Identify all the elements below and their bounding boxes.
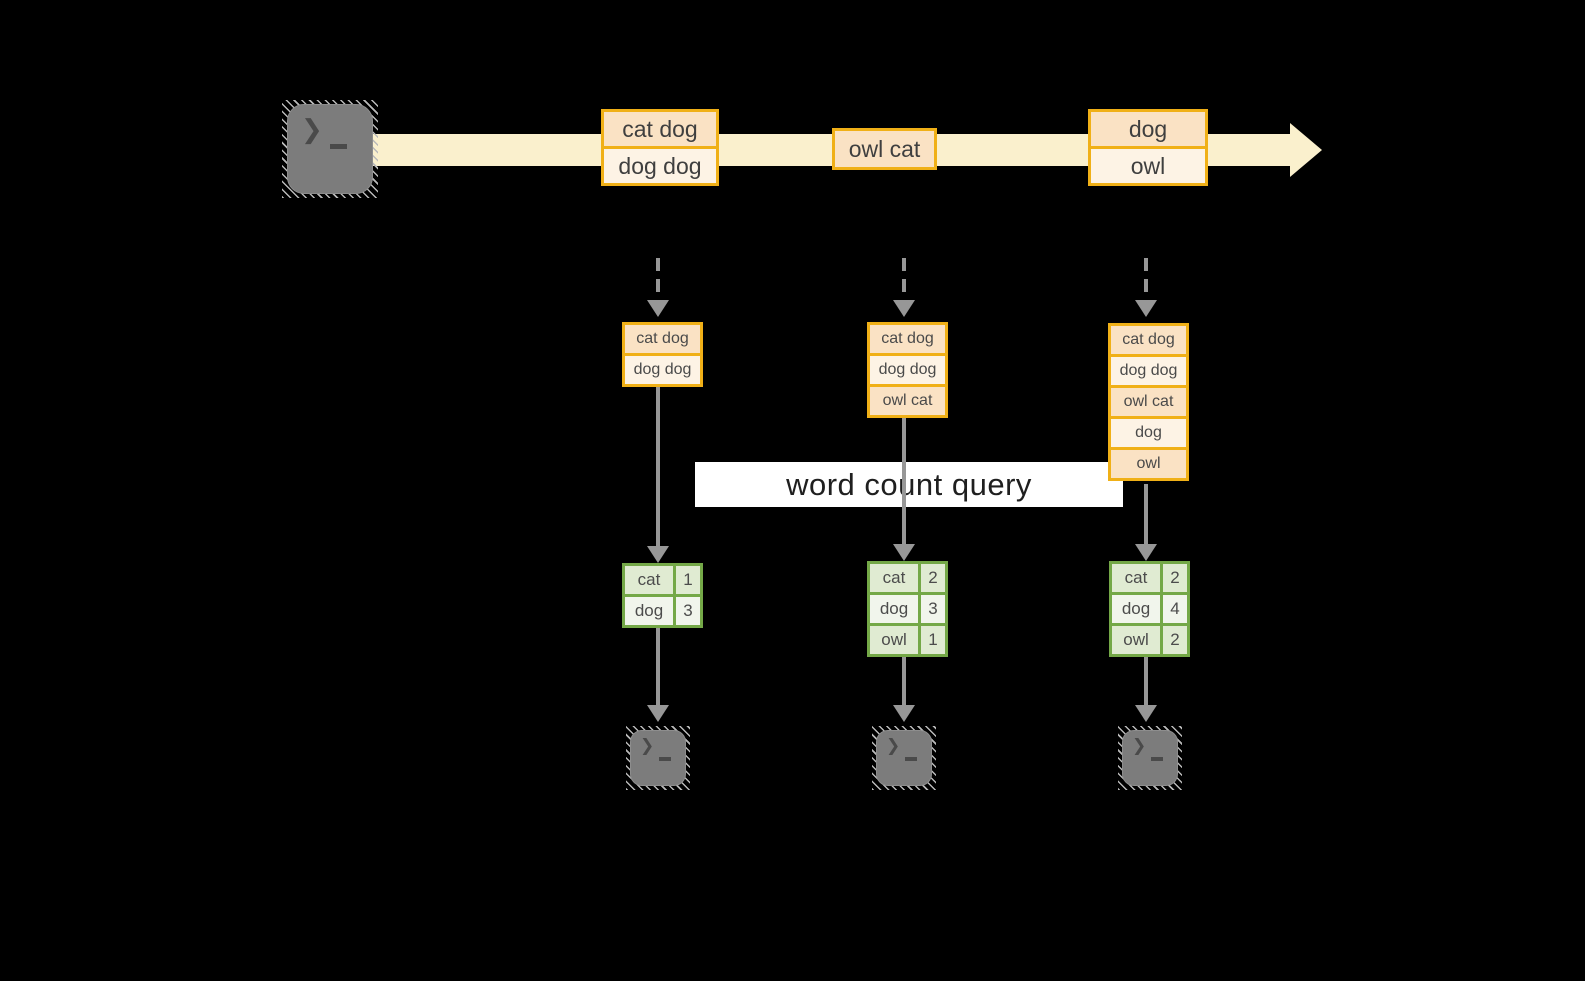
word-count-table-2: cat 2 dog 3 owl 1	[867, 561, 948, 657]
word-cell: owl	[1112, 626, 1160, 654]
count-cell: 2	[1163, 564, 1187, 592]
state-item: cat dog	[1111, 326, 1186, 354]
count-cell: 1	[921, 626, 945, 654]
word-cell: cat	[625, 566, 673, 594]
connector-line	[656, 385, 660, 546]
dashed-arrow-segment	[1144, 258, 1148, 271]
state-stack-1: cat dog dog dog	[622, 322, 703, 387]
table-row: owl 1	[870, 626, 945, 654]
connector-line	[1144, 484, 1148, 544]
connector-line	[902, 657, 906, 705]
dashed-arrow-segment	[656, 258, 660, 271]
table-row: dog 3	[870, 595, 945, 623]
word-cell: dog	[870, 595, 918, 623]
connector-line	[1144, 657, 1148, 705]
stream-arrowhead-icon	[1290, 123, 1322, 177]
state-item: owl	[1111, 450, 1186, 478]
connector-line	[902, 413, 906, 544]
batch-item: cat dog	[601, 109, 719, 149]
terminal-cursor-icon	[905, 757, 917, 761]
count-cell: 4	[1163, 595, 1187, 623]
terminal-cursor-icon	[659, 757, 671, 761]
state-item: dog dog	[870, 356, 945, 384]
count-cell: 1	[676, 566, 700, 594]
word-cell: dog	[625, 597, 673, 625]
terminal-cursor-icon	[1151, 757, 1163, 761]
state-item: cat dog	[625, 325, 700, 353]
batch-item: dog dog	[601, 146, 719, 186]
word-count-table-1: cat 1 dog 3	[622, 563, 703, 628]
state-item: dog dog	[1111, 357, 1186, 385]
connector-arrowhead-icon	[893, 705, 915, 722]
terminal-screen: ❯	[630, 730, 686, 786]
batch-box-3: dog owl	[1088, 109, 1208, 186]
word-cell: dog	[1112, 595, 1160, 623]
table-row: cat 2	[1112, 564, 1187, 592]
state-item: owl cat	[1111, 388, 1186, 416]
dashed-arrowhead-icon	[893, 300, 915, 317]
word-count-query-label: word count query	[695, 462, 1123, 507]
table-row: owl 2	[1112, 626, 1187, 654]
terminal-prompt-icon: ❯	[301, 114, 323, 144]
count-cell: 2	[921, 564, 945, 592]
table-row: dog 3	[625, 597, 700, 625]
connector-arrowhead-icon	[1135, 544, 1157, 561]
dashed-arrowhead-icon	[647, 300, 669, 317]
state-item: cat dog	[870, 325, 945, 353]
dashed-arrow-segment	[902, 258, 906, 271]
terminal-screen: ❯	[876, 730, 932, 786]
dashed-arrowhead-icon	[1135, 300, 1157, 317]
count-cell: 3	[921, 595, 945, 623]
terminal-prompt-icon: ❯	[1132, 736, 1147, 755]
state-item: dog	[1111, 419, 1186, 447]
connector-arrowhead-icon	[647, 546, 669, 563]
state-stack-2: cat dog dog dog owl cat	[867, 322, 948, 418]
count-cell: 3	[676, 597, 700, 625]
word-count-table-3: cat 2 dog 4 owl 2	[1109, 561, 1190, 657]
dashed-arrow-segment	[1144, 279, 1148, 292]
word-cell: cat	[870, 564, 918, 592]
source-terminal-icon: ❯	[282, 100, 378, 198]
count-cell: 2	[1163, 626, 1187, 654]
terminal-prompt-icon: ❯	[886, 736, 901, 755]
connector-line	[656, 628, 660, 705]
batch-box-1: cat dog dog dog	[601, 109, 719, 186]
state-item: owl cat	[870, 387, 945, 415]
terminal-screen: ❯	[1122, 730, 1178, 786]
state-item: dog dog	[625, 356, 700, 384]
batch-box-2: owl cat	[832, 128, 937, 170]
connector-arrowhead-icon	[647, 705, 669, 722]
connector-arrowhead-icon	[893, 544, 915, 561]
sink-terminal-icon-2: ❯	[872, 726, 936, 790]
connector-arrowhead-icon	[1135, 705, 1157, 722]
table-row: dog 4	[1112, 595, 1187, 623]
batch-item: owl cat	[832, 128, 937, 170]
state-stack-3: cat dog dog dog owl cat dog owl	[1108, 323, 1189, 481]
sink-terminal-icon-3: ❯	[1118, 726, 1182, 790]
batch-item: dog	[1088, 109, 1208, 149]
table-row: cat 1	[625, 566, 700, 594]
dashed-arrow-segment	[656, 279, 660, 292]
word-cell: cat	[1112, 564, 1160, 592]
terminal-cursor-icon	[330, 144, 347, 149]
batch-item: owl	[1088, 146, 1208, 186]
terminal-prompt-icon: ❯	[640, 736, 655, 755]
sink-terminal-icon-1: ❯	[626, 726, 690, 790]
word-cell: owl	[870, 626, 918, 654]
terminal-screen: ❯	[287, 104, 373, 194]
dashed-arrow-segment	[902, 279, 906, 292]
table-row: cat 2	[870, 564, 945, 592]
